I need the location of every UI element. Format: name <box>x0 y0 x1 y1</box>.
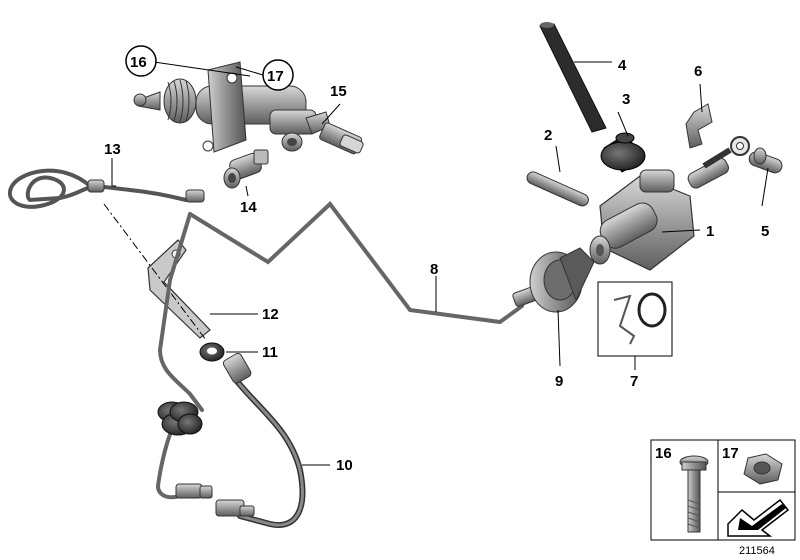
flange-seal <box>529 247 595 313</box>
callout-16: 16 <box>130 54 147 71</box>
nut-icon <box>743 453 783 485</box>
repair-kit-frame <box>597 281 673 357</box>
slave-cylinder <box>133 61 317 153</box>
clip <box>685 103 713 149</box>
fork-end <box>748 147 783 174</box>
callout-14: 14 <box>240 199 257 216</box>
bleed-valve <box>305 111 364 155</box>
callout-13: 13 <box>104 141 121 158</box>
legend-label-17: 17 <box>722 445 739 462</box>
callout-9: 9 <box>555 373 563 390</box>
push-rod <box>539 22 607 133</box>
pin <box>526 171 589 207</box>
callout-16-ring <box>125 45 157 77</box>
leader-lines <box>111 61 769 466</box>
legend-box: 16 17 <box>650 439 796 541</box>
callout-17: 17 <box>267 68 284 85</box>
callout-2: 2 <box>544 127 552 144</box>
dust-boot <box>600 132 646 173</box>
leader-axis-13 <box>103 203 207 341</box>
callout-3: 3 <box>622 91 630 108</box>
pipe-8 <box>157 201 524 412</box>
callout-5: 5 <box>761 223 769 240</box>
callout-11: 11 <box>262 344 278 361</box>
hose-10 <box>215 352 306 529</box>
callout-6: 6 <box>694 63 702 80</box>
grommet <box>199 342 225 362</box>
callout-10: 10 <box>336 457 353 474</box>
callout-1: 1 <box>706 223 714 240</box>
legend-label-16: 16 <box>655 445 672 462</box>
boot-and-pipes <box>155 401 213 500</box>
callout-8: 8 <box>430 261 438 278</box>
diagram-reference-number: 211564 <box>739 545 775 557</box>
callout-4: 4 <box>618 57 627 74</box>
master-cylinder <box>589 136 750 271</box>
callout-7: 7 <box>630 373 638 390</box>
callout-15: 15 <box>330 83 347 100</box>
callout-12: 12 <box>262 306 279 323</box>
callout-17-ring <box>262 59 294 91</box>
pipe-connector <box>223 149 269 189</box>
arrow-symbol-icon <box>727 498 790 537</box>
bolt-icon <box>679 455 709 533</box>
